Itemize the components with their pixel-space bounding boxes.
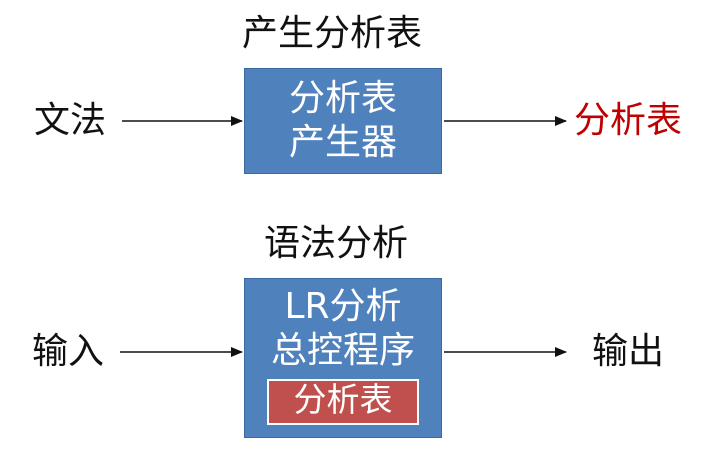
lr-driver-line1: LR分析 bbox=[284, 286, 402, 327]
top-input-label: 文法 bbox=[34, 100, 107, 141]
bottom-title: 语法分析 bbox=[264, 223, 409, 264]
bottom-input-label: 输入 bbox=[32, 331, 105, 372]
bottom-output-label: 输出 bbox=[592, 331, 665, 372]
top-title: 产生分析表 bbox=[242, 13, 423, 54]
table-generator-line1: 分析表 bbox=[288, 78, 397, 119]
top-output-label: 分析表 bbox=[574, 100, 683, 141]
table-generator-box: 分析表 产生器 bbox=[244, 68, 442, 174]
lr-driver-box: LR分析 总控程序 分析表 bbox=[244, 278, 442, 438]
table-generator-line2: 产生器 bbox=[288, 122, 397, 163]
parse-table-inner-box: 分析表 bbox=[267, 379, 419, 425]
lr-driver-line2: 总控程序 bbox=[270, 330, 415, 371]
